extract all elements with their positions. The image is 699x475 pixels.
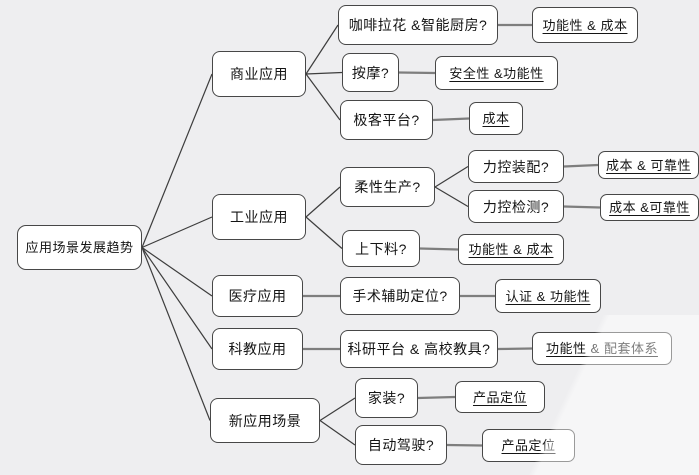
edge-newapp-autodrive (319, 420, 356, 446)
mindmap-node-cost_rel_1[interactable]: 成本 & 可靠性 (598, 151, 699, 179)
edge-root-newapp (141, 247, 211, 421)
mindmap-node-loading[interactable]: 上下料? (342, 230, 420, 267)
edge-flex-force_test (434, 186, 469, 208)
mindmap-node-edu[interactable]: 科教应用 (212, 328, 303, 370)
edge-biz-massage (305, 71, 343, 75)
edge-biz-geek (305, 73, 341, 121)
mindmap-node-surgery[interactable]: 手术辅助定位? (340, 277, 460, 315)
node-label: 柔性生产? (354, 179, 421, 195)
node-label: 力控检测? (482, 198, 550, 215)
edge-root-biz (141, 73, 213, 248)
mindmap-node-industry[interactable]: 工业应用 (212, 194, 306, 240)
node-label: 产品定位 (472, 389, 527, 405)
node-label: 按摩? (351, 64, 390, 81)
node-label: 功能性 & 成本 (542, 17, 628, 33)
mindmap-node-geek[interactable]: 极客平台? (340, 100, 433, 140)
node-label: 科教应用 (228, 341, 287, 357)
mindmap-node-cost_rel_2[interactable]: 成本 &可靠性 (600, 194, 699, 221)
node-label: 商业应用 (230, 66, 288, 82)
mindmap-node-medical[interactable]: 医疗应用 (212, 275, 303, 317)
edge-root-medical (141, 247, 213, 297)
node-label: 极客平台? (353, 112, 420, 128)
node-label: 功能性 & 成本 (468, 242, 554, 257)
node-label: 上下料? (355, 240, 407, 257)
node-label: 成本 (482, 111, 510, 126)
edge-flex-force_asm (434, 165, 469, 188)
mindmap-node-newapp[interactable]: 新应用场景 (210, 398, 320, 443)
edge-home-product_home (417, 395, 456, 400)
mindmap-node-force_asm[interactable]: 力控装配? (468, 150, 564, 183)
edge-force_test-cost_rel_2 (563, 205, 601, 209)
mindmap-node-flex[interactable]: 柔性生产? (340, 167, 435, 207)
mindmap-node-autodrive[interactable]: 自动驾驶? (355, 425, 447, 465)
mindmap-node-func_cost_ind[interactable]: 功能性 & 成本 (458, 234, 564, 265)
node-label: 家装? (367, 390, 406, 406)
mindmap-node-safety_func[interactable]: 安全性 &功能性 (435, 56, 558, 90)
edge-newapp-home (319, 397, 356, 422)
mindmap-node-massage[interactable]: 按摩? (342, 53, 399, 92)
edge-root-edu (141, 247, 213, 350)
mindmap-node-force_test[interactable]: 力控检测? (468, 190, 564, 223)
edge-geek-cost (432, 117, 470, 122)
edge-autodrive-product_auto (446, 443, 483, 447)
mindmap-node-func_cost_biz[interactable]: 功能性 & 成本 (532, 7, 638, 43)
node-label: 成本 &可靠性 (609, 200, 690, 215)
node-label: 认证 & 功能性 (505, 288, 591, 304)
edge-force_asm-cost_rel_1 (563, 163, 599, 168)
mindmap-node-product_auto[interactable]: 产品定位 (482, 429, 575, 462)
edge-industry-loading (305, 216, 343, 249)
edge-massage-safety_func (398, 71, 436, 75)
edge-root-industry (141, 216, 213, 249)
mindmap-node-coffee[interactable]: 咖啡拉花 &智能厨房? (338, 5, 498, 45)
mindmap-node-biz[interactable]: 商业应用 (212, 51, 306, 97)
node-label: 科研平台 & 高校教具? (347, 341, 491, 357)
node-label: 工业应用 (230, 209, 288, 225)
node-label: 应用场景发展趋势 (25, 240, 134, 255)
edge-biz-coffee (305, 24, 339, 75)
mindmap-node-research[interactable]: 科研平台 & 高校教具? (340, 330, 498, 368)
node-label: 自动驾驶? (367, 437, 435, 453)
node-label: 力控装配? (482, 158, 550, 175)
mindmap-node-product_home[interactable]: 产品定位 (455, 381, 545, 413)
mindmap-node-root[interactable]: 应用场景发展趋势 (17, 225, 142, 270)
node-label: 医疗应用 (228, 288, 287, 304)
node-label: 手术辅助定位? (352, 288, 448, 304)
mindmap-node-cert_func[interactable]: 认证 & 功能性 (495, 279, 601, 313)
node-label: 功能性 & 配套体系 (546, 341, 658, 356)
node-label: 新应用场景 (228, 412, 302, 429)
mindmap-node-cost[interactable]: 成本 (469, 102, 523, 135)
edge-industry-flex (305, 186, 341, 218)
edge-research-func_support (497, 347, 533, 351)
node-label: 产品定位 (501, 438, 556, 453)
mindmap-node-home[interactable]: 家装? (355, 378, 418, 418)
node-label: 成本 & 可靠性 (606, 157, 691, 173)
node-label: 安全性 &功能性 (449, 65, 544, 81)
node-label: 咖啡拉花 &智能厨房? (348, 17, 488, 33)
mindmap-node-func_support[interactable]: 功能性 & 配套体系 (532, 332, 672, 365)
edge-loading-func_cost_ind (419, 247, 459, 251)
